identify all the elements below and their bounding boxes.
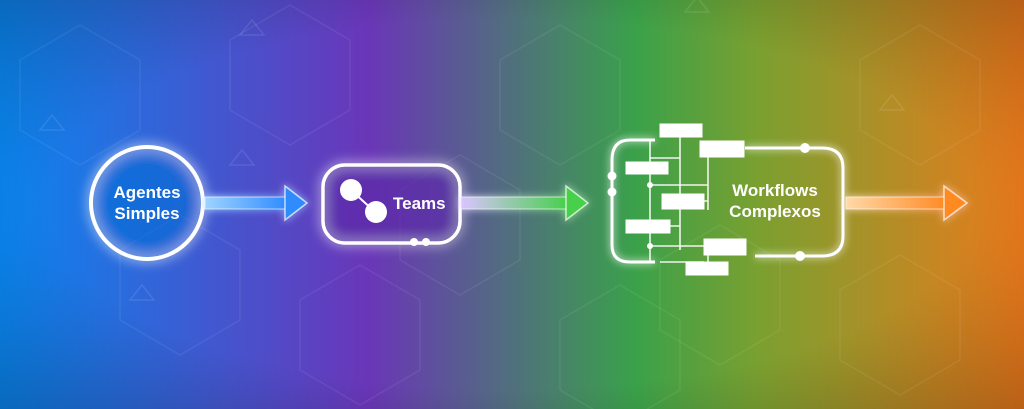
workflows-label-line2: Complexos: [729, 202, 821, 221]
arrow-teams-to-workflows: [460, 184, 590, 222]
arrow-head: [943, 184, 969, 222]
arrow-agentes-to-teams: [204, 184, 309, 222]
agentes-label-line2: Simples: [114, 204, 179, 223]
arrow-head: [284, 184, 309, 222]
workflows-frame: [610, 138, 845, 264]
flowchart-icon: [625, 123, 747, 276]
teams-label: Teams: [393, 194, 446, 213]
arrow-shaft: [845, 196, 947, 210]
stage-agentes-simples: Agentes Simples: [89, 145, 205, 261]
circle-node-icon: [89, 145, 205, 261]
triangle-pattern: [38, 0, 906, 301]
arrow-head: [565, 184, 590, 222]
arrow-workflows-to-next: [845, 184, 969, 222]
workflows-label-line1: Workflows: [732, 181, 818, 200]
arrow-shaft: [460, 196, 569, 210]
stage-workflows-complexos: Workflows Complexos: [607, 123, 845, 276]
connected-nodes-icon: [340, 179, 387, 223]
stage-teams: Teams: [321, 163, 462, 246]
teams-connector-dots: [410, 238, 430, 246]
arrow-shaft: [204, 196, 288, 210]
agentes-label-line1: Agentes: [113, 183, 180, 202]
workflows-frame-dots: [607, 143, 810, 261]
